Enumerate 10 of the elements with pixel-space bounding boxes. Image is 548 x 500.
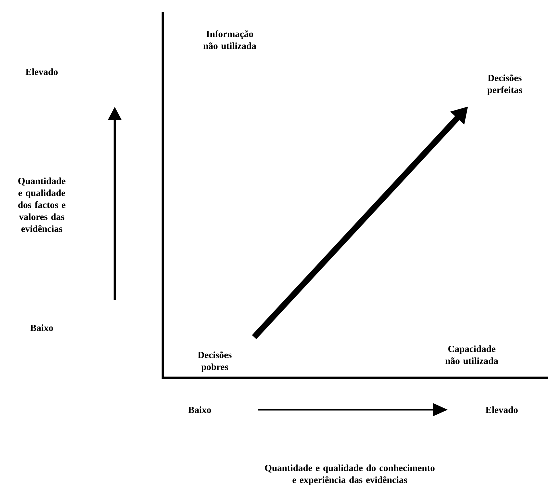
axis-label: Elevado	[26, 68, 58, 76]
axis-label: Elevado	[486, 406, 518, 414]
axis-label: Capacidade não utilizada	[446, 346, 498, 364]
axis-label: Baixo	[30, 324, 54, 332]
axis-label: Quantidade e qualidade dos factos e valores das evidências	[18, 178, 66, 232]
quadrant-label: Decisões pobres	[198, 352, 232, 372]
quadrant-label: Decisões perfeitas	[488, 74, 522, 96]
axis-label: Informação não utilizada	[204, 30, 256, 50]
axis-label: Quantidade e qualidade do conhecimento e experiência das evidências	[265, 464, 435, 486]
axis-label: Baixo	[188, 406, 212, 414]
